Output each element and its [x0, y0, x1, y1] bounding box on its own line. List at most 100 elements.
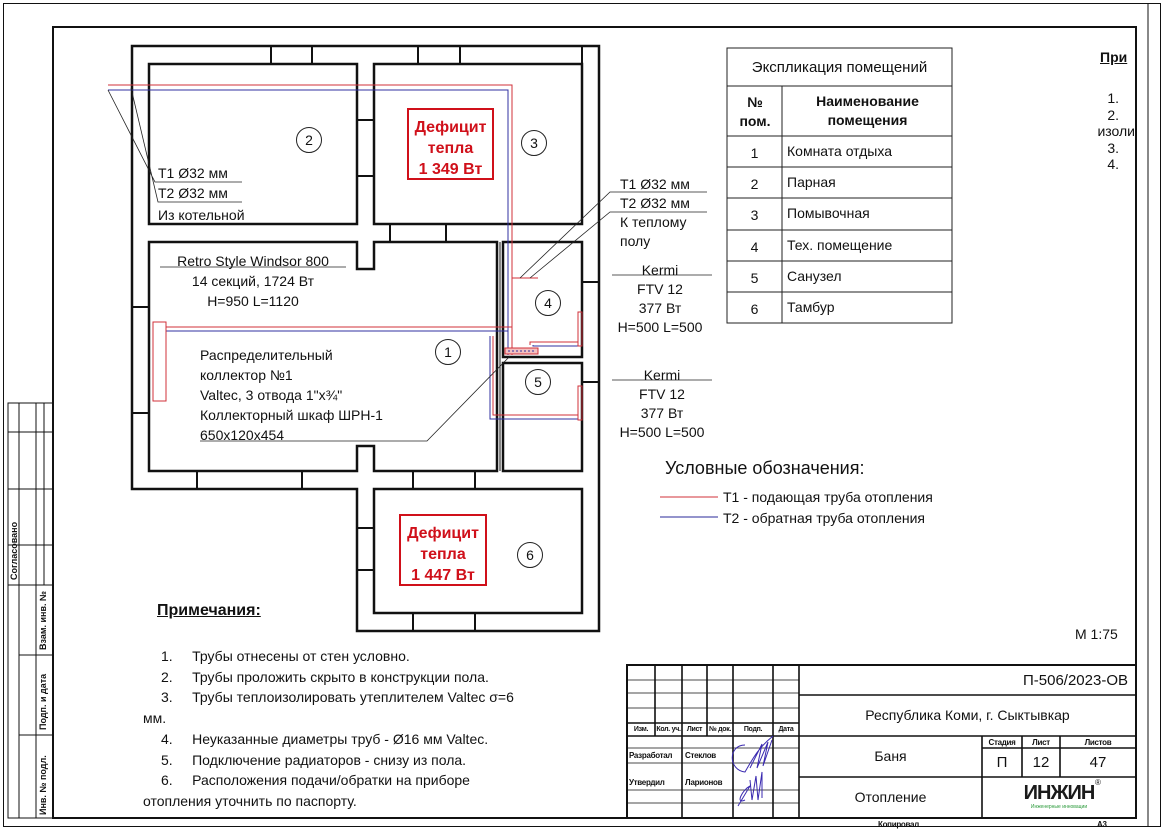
underfloor-t1: T1 Ø32 мм — [620, 176, 690, 192]
collector-line2: коллектор №1 — [200, 367, 293, 383]
note-item: 2. Трубы проложить скрыто в конструкции … — [161, 668, 489, 685]
deficit-room6-value: 1 447 Вт — [411, 567, 475, 584]
developer-name: Стеклов — [685, 751, 716, 760]
radiator-size: H=950 L=1120 — [207, 293, 299, 309]
inlet-t1-label: T1 Ø32 мм — [158, 165, 228, 181]
kermi-size: H=500 L=500 — [617, 319, 703, 335]
radiator-main-label: Retro Style Windsor 800 14 секций, 1724 … — [155, 251, 351, 311]
explication-row-number: 3 — [750, 207, 759, 223]
legend-title: Условные обозначения: — [665, 458, 865, 478]
copied-label: Копировал — [878, 820, 919, 829]
explication-row-number: 1 — [750, 145, 759, 161]
kermi-room5-label: Kermi FTV 12 377 Вт H=500 L=500 — [600, 366, 724, 442]
note-item: отопления уточнить по паспорту. — [143, 792, 357, 809]
explication-row-name: Тамбур — [787, 299, 835, 315]
note-item: 6. Расположения подачи/обратки на прибор… — [161, 772, 470, 789]
inlet-source-label: Из котельной — [158, 207, 245, 223]
collector-label: Распределительный коллектор №1 Valtec, 3… — [200, 345, 383, 445]
note-item: 1. Трубы отнесены от стен условно. — [161, 648, 410, 664]
kermi-brand: Kermi — [641, 262, 679, 278]
sheets-value: 47 — [1089, 754, 1107, 771]
deficit-room3: Дефицит тепла 1 349 Вт — [408, 117, 493, 180]
role-approved: Утвердил — [629, 778, 665, 787]
clipped-line: изоли — [1097, 123, 1135, 139]
sheet-name: Отопление — [854, 789, 927, 805]
room-number-1: 1 — [435, 339, 461, 365]
revision-column-head: Лист — [686, 726, 703, 733]
collector-line4: Коллекторный шкаф ШРН-1 — [200, 407, 383, 423]
project-location: Республика Коми, г. Сыктывкар — [865, 707, 1070, 723]
deficit-room6-line2: тепла — [420, 546, 466, 563]
kermi-brand: Kermi — [643, 367, 681, 383]
clipped-line: 2. — [1107, 106, 1119, 123]
sheet-value: 12 — [1032, 754, 1050, 771]
kermi-power: 377 Вт — [640, 405, 684, 421]
clipped-line: 3. — [1107, 139, 1119, 156]
sheets-label: Листов — [1084, 738, 1112, 747]
stamp-sign-date: Подп. и дата — [38, 673, 48, 730]
scale-label: М 1:75 — [1075, 626, 1118, 642]
explication-row-name: Парная — [787, 174, 836, 190]
explication-row-name: Санузел — [787, 268, 842, 284]
note-item: 5. Подключение радиаторов - снизу из пол… — [161, 751, 467, 768]
note-item: мм. — [143, 710, 167, 727]
room-number-5: 5 — [525, 369, 551, 395]
explication-row-number: 2 — [750, 176, 759, 192]
deficit-room6: Дефицит тепла 1 447 Вт — [400, 523, 486, 586]
stage-value: П — [996, 754, 1008, 771]
explication-row-name: Тех. помещение — [787, 237, 893, 253]
stage-label: Стадия — [988, 738, 1016, 747]
notes-title: Примечания: — [157, 602, 261, 619]
project-code: П-506/2023-ОВ — [1022, 672, 1128, 689]
revision-column-head: Подп. — [743, 726, 763, 733]
kermi-size: H=500 L=500 — [619, 424, 705, 440]
underfloor-line3: К теплому — [620, 214, 687, 230]
legend-t1: T1 - подающая труба отопления — [723, 489, 933, 505]
explication-col-num: № пом. — [739, 94, 771, 129]
stamp-replace-inv: Взам. инв. № — [38, 590, 48, 650]
revision-column-head: № док. — [708, 726, 732, 733]
kermi-model: FTV 12 — [639, 386, 685, 402]
room-number-4: 4 — [535, 290, 561, 316]
room-number-2: 2 — [296, 127, 322, 153]
registered-mark: ® — [1095, 778, 1101, 787]
kermi-model: FTV 12 — [637, 281, 683, 297]
radiator-sections: 14 секций, 1724 Вт — [191, 273, 315, 289]
project-object: Баня — [874, 748, 907, 764]
room-number-3: 3 — [521, 130, 547, 156]
note-item: 4. Неуказанные диаметры труб - Ø16 мм Va… — [161, 730, 489, 747]
stamp-inv-original: Инв. № подл. — [38, 755, 48, 815]
notes-list: 1. Трубы отнесены от стен условно. 2. Тру… — [143, 646, 514, 812]
underfloor-label: T1 Ø32 мм T2 Ø32 мм К теплому полу — [620, 175, 690, 251]
kermi-room4-label: Kermi FTV 12 377 Вт H=500 L=500 — [598, 261, 722, 337]
format-label: А3 — [1097, 820, 1107, 829]
revision-column-head: Изм. — [633, 726, 649, 733]
underfloor-line4: полу — [620, 233, 651, 249]
explication-row-number: 4 — [750, 239, 759, 255]
deficit-room3-value: 1 349 Вт — [418, 161, 483, 178]
explication-row-name: Комната отдыха — [787, 143, 892, 159]
explication-row-number: 6 — [750, 301, 759, 317]
deficit-room6-line1: Дефицит — [407, 525, 479, 542]
clipped-notes: 1. 2. изоли 3. 4. — [1087, 90, 1135, 173]
collector-line1: Распределительный — [200, 347, 333, 363]
role-developed: Разработал — [629, 751, 673, 760]
clipped-line: 4. — [1107, 156, 1119, 172]
explication-col-name: Наименование помещения — [816, 93, 919, 128]
collector-line3: Valtec, 3 отвода 1"x¾" — [200, 387, 343, 403]
revision-column-head: Дата — [778, 726, 794, 733]
clipped-line: 1. — [1107, 90, 1119, 106]
company-logo-sub: Инженерные инновации — [1030, 804, 1088, 810]
room-number-6: 6 — [517, 542, 543, 568]
sheet-label: Лист — [1032, 738, 1050, 747]
note-item: 3. Трубы теплоизолировать утеплителем Va… — [161, 689, 514, 706]
deficit-room3-line1: Дефицит — [414, 119, 487, 136]
underfloor-t2: T2 Ø32 мм — [620, 195, 690, 211]
legend-t2: T2 - обратная труба отопления — [723, 510, 926, 526]
clipped-notes-title: При — [1100, 49, 1128, 65]
radiator-model: Retro Style Windsor 800 — [177, 253, 329, 269]
explication-title: Экспликация помещений — [751, 59, 928, 76]
revision-column-head: Кол. уч. — [656, 726, 681, 733]
